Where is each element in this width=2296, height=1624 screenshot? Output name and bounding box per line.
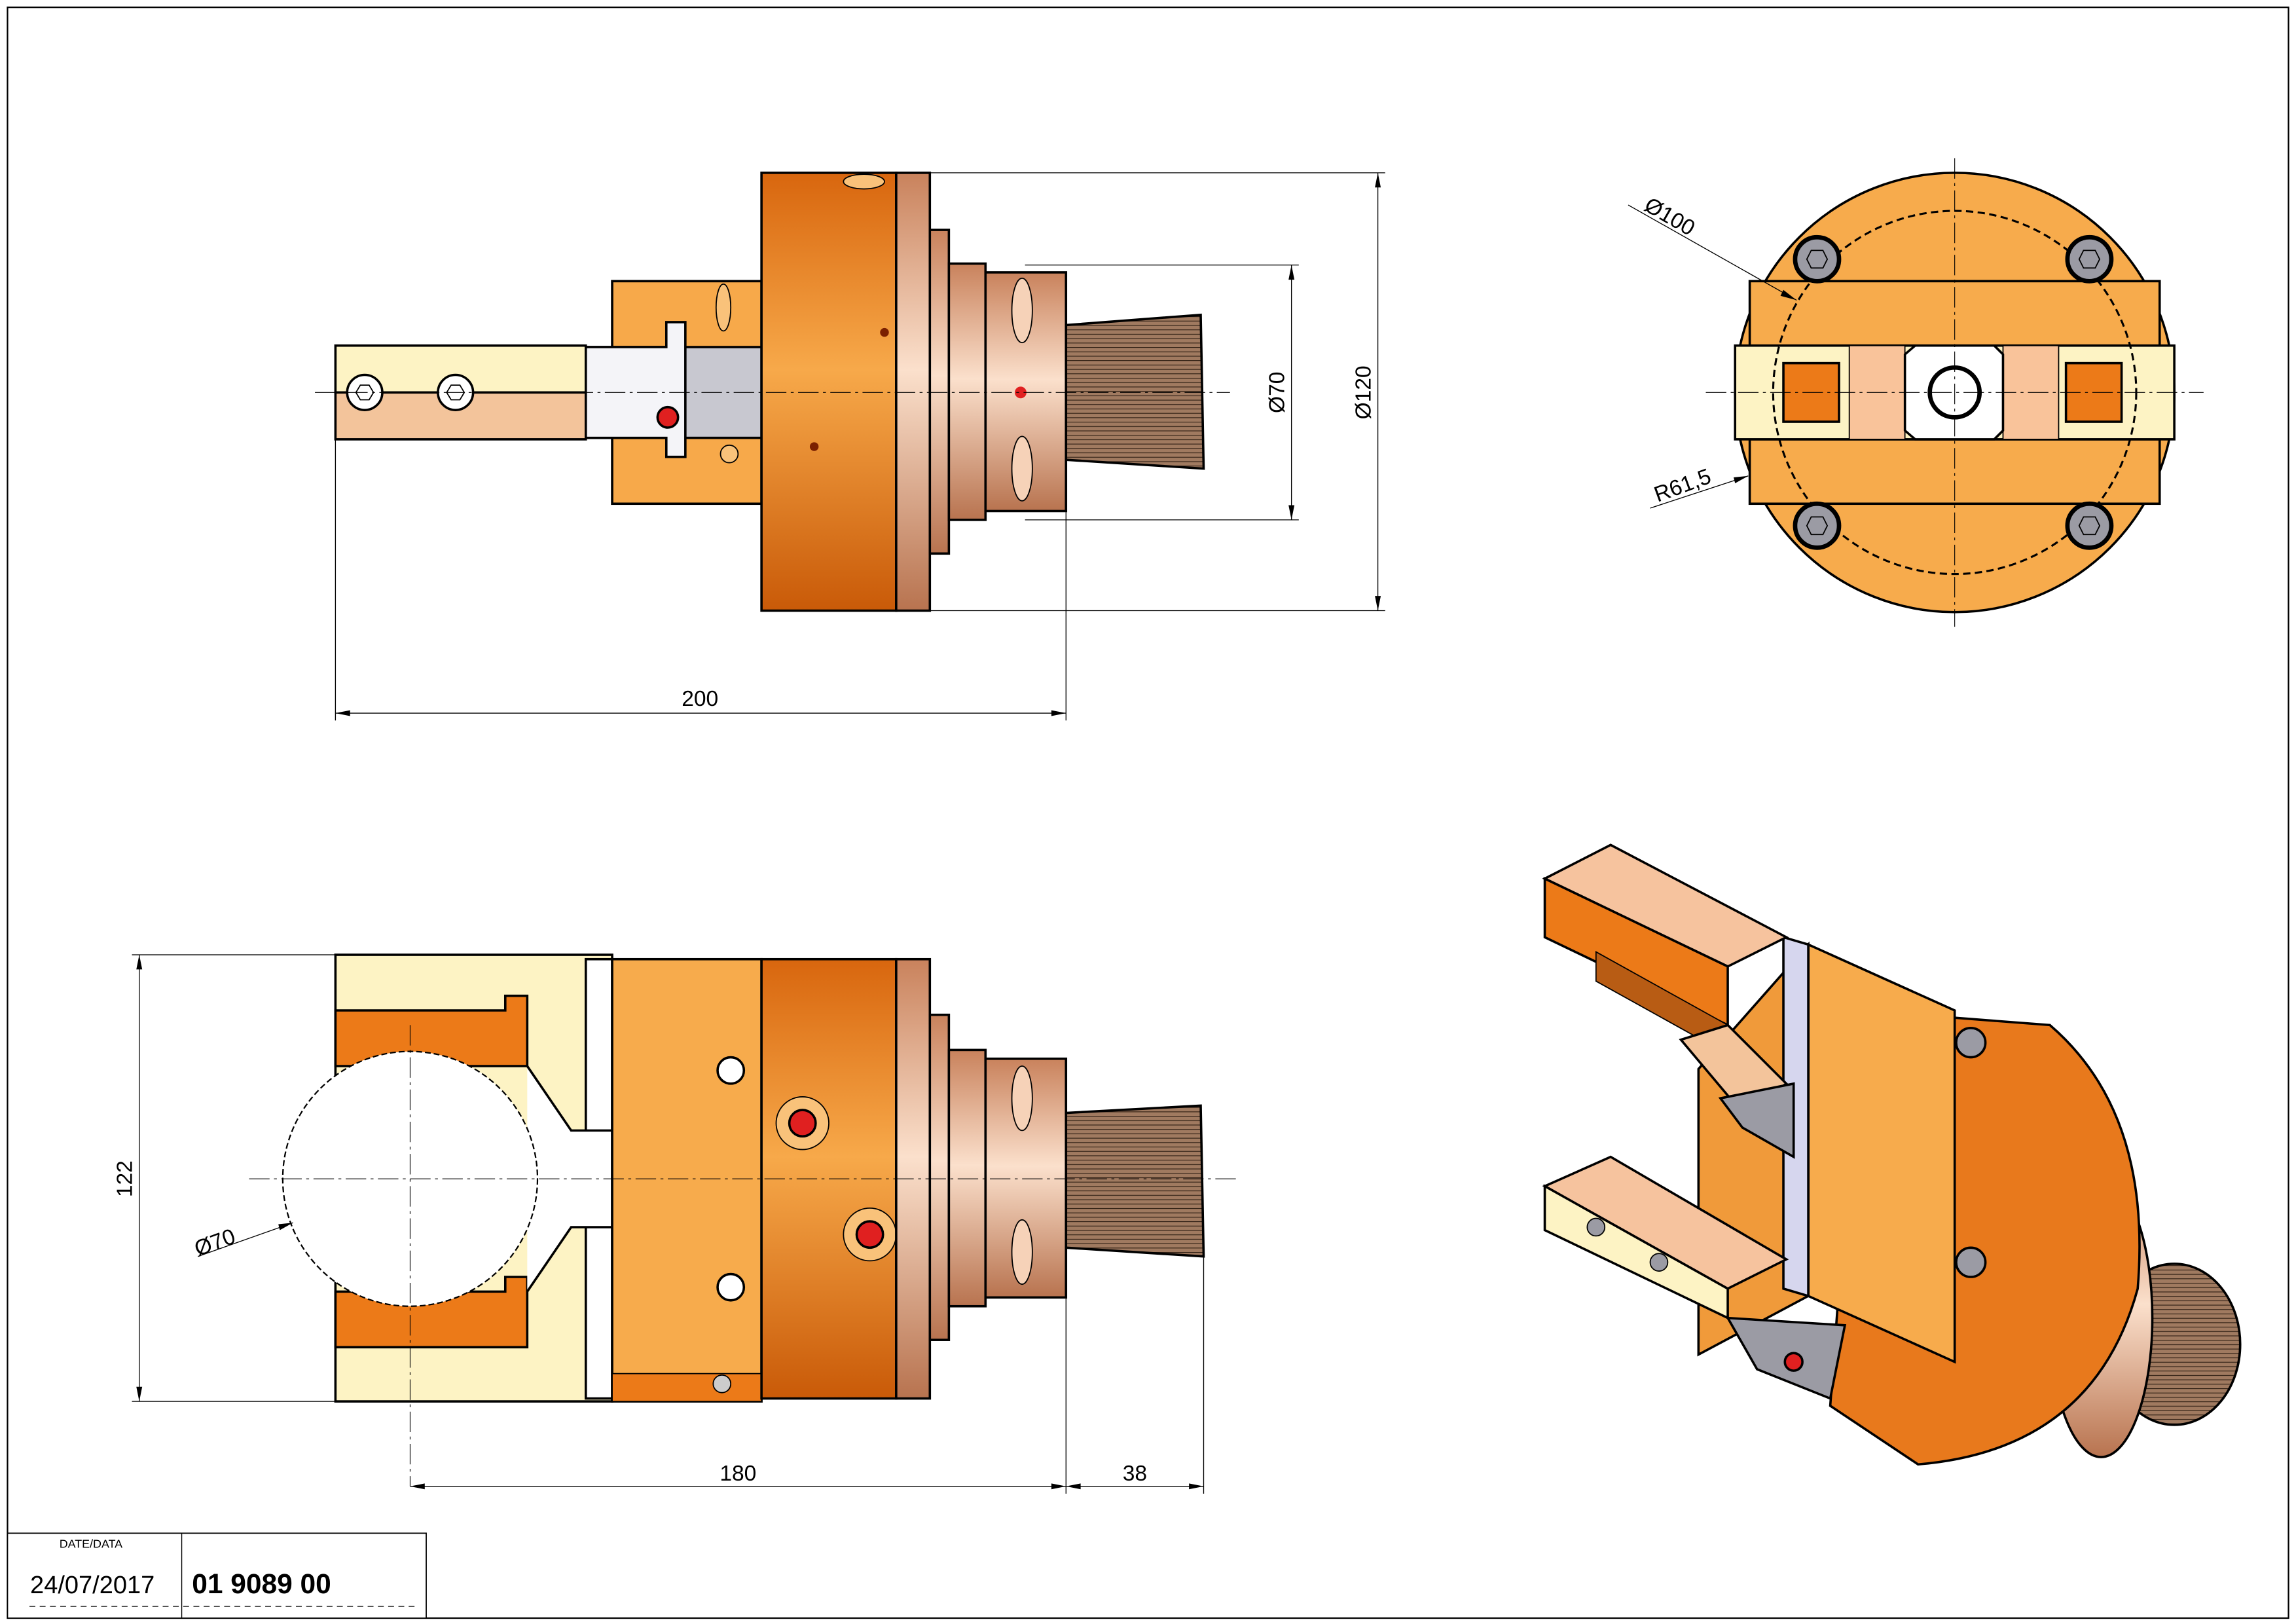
- hex-screw-icon: [2065, 234, 2114, 284]
- knurled-shank: [1065, 313, 1205, 470]
- dim-shank-length: 38: [1123, 1462, 1147, 1486]
- knurled-shank: [1065, 1104, 1205, 1258]
- date-label: DATE/DATA: [60, 1538, 122, 1551]
- date-value: 24/07/2017: [30, 1572, 155, 1599]
- hex-screw-icon: [1649, 1253, 1669, 1272]
- front-view: 122 Ø70 180 38: [113, 953, 1237, 1494]
- title-block: DATE/DATA 24/07/2017 01 9089 00: [7, 1532, 427, 1619]
- isometric-view: [1542, 843, 2242, 1466]
- side-view: 200 Ø70 Ø120: [315, 172, 1385, 721]
- hex-screw-icon: [1793, 501, 1842, 550]
- hex-screw-icon: [1793, 234, 1842, 284]
- red-screw-icon: [1783, 1352, 1804, 1372]
- hex-screw-icon: [2065, 501, 2114, 550]
- sheet-border: [7, 7, 2289, 1619]
- end-view: Ø100 R61,5: [1628, 158, 2204, 627]
- red-screw-icon: [788, 1109, 817, 1138]
- dim-overall-length: 200: [682, 687, 718, 711]
- main-flange: [760, 172, 898, 612]
- hex-screw-icon: [1586, 1217, 1606, 1237]
- dim-body-length: 180: [720, 1462, 756, 1486]
- red-screw-icon: [656, 405, 680, 429]
- hex-screw-icon: [1955, 1027, 1987, 1059]
- dim-grip-diameter: Ø70: [191, 1225, 238, 1261]
- dim-outer-radius: R61,5: [1651, 464, 1715, 507]
- dim-jaw-height: 122: [113, 1160, 137, 1197]
- hex-screw-icon: [1955, 1246, 1987, 1278]
- dim-flange-diameter: Ø120: [1351, 365, 1376, 419]
- dim-bolt-circle: Ø100: [1640, 193, 1699, 241]
- red-screw-icon: [855, 1220, 884, 1249]
- dim-shank-diameter: Ø70: [1265, 372, 1289, 413]
- part-number: 01 9089 00: [192, 1569, 331, 1600]
